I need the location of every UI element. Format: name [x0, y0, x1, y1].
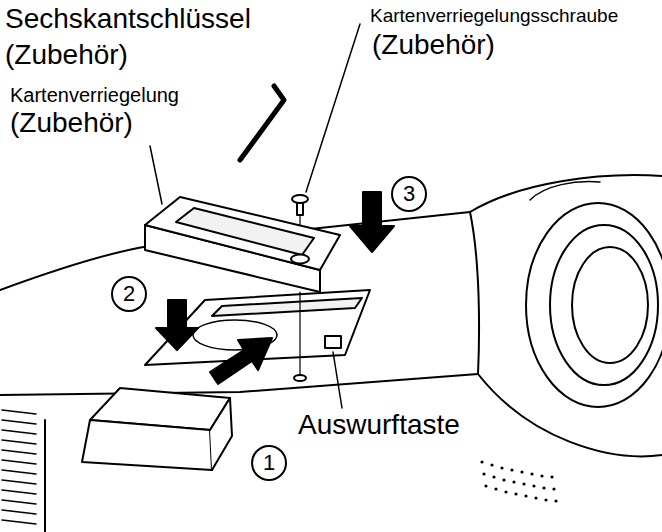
accessory-note: (Zubehör): [370, 30, 497, 61]
callout-number: 2: [111, 276, 147, 312]
callout-number: 3: [391, 176, 427, 212]
callout-number: 1: [251, 445, 287, 481]
part-name: Auswurftaste: [296, 410, 462, 441]
accessory-note: (Zubehör): [3, 40, 130, 71]
part-name: Sechskantschlüssel: [3, 4, 253, 35]
part-name: Kartenverriegelung: [8, 84, 181, 106]
part-name: Kartenverriegelungsschraube: [368, 6, 620, 27]
accessory-note: (Zubehör): [8, 108, 135, 139]
